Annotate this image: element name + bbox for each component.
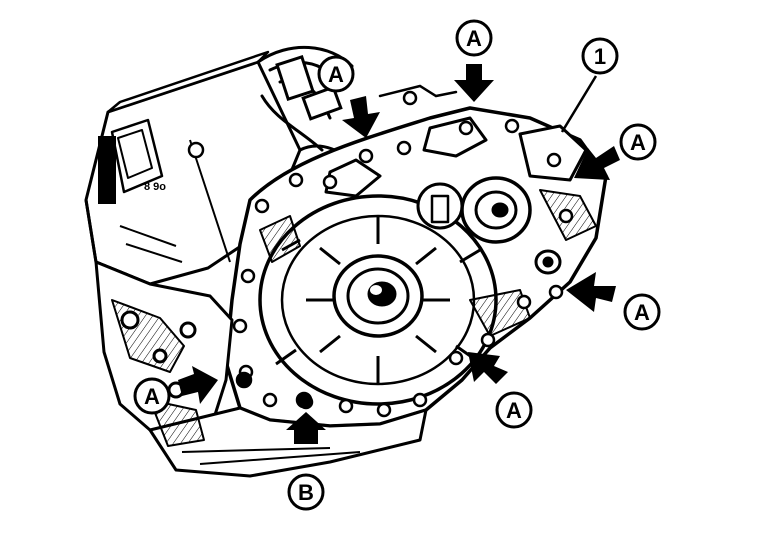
arrow-A-right-middle (566, 272, 616, 312)
right-bosses (259, 116, 597, 337)
callout-label: A (466, 26, 482, 51)
callout-A-right-upper: A (619, 123, 657, 161)
differential-housing (258, 194, 498, 406)
callout-A-right-lower: A (495, 391, 533, 429)
lower-housing (94, 260, 428, 478)
callout-A-top-center: A (455, 19, 493, 57)
arrow-A-right-lower (468, 352, 508, 384)
callout-label: A (328, 62, 344, 87)
callout-label: B (298, 480, 314, 505)
callout-label: A (144, 384, 160, 409)
callout-A-left: A (133, 377, 171, 415)
leader-line-1 (560, 75, 598, 133)
arrow-B-bottom (286, 412, 326, 444)
svg-text:8 9o: 8 9o (144, 181, 166, 193)
arrow-A-right-upper (574, 146, 620, 180)
callout-A-top-left: A (317, 55, 355, 93)
harness-top (256, 45, 458, 172)
arrow-A-top-center (454, 64, 494, 102)
callout-B-bottom: B (287, 473, 325, 511)
callout-label: A (634, 300, 650, 325)
callout-A-right-middle: A (623, 293, 661, 331)
callout-1: 1 (581, 37, 619, 75)
callout-label: 1 (594, 44, 606, 69)
callout-label: A (506, 398, 522, 423)
callout-label: A (630, 130, 646, 155)
arrow-A-top-left (342, 96, 380, 138)
arrow-A-left (178, 366, 218, 404)
case-bolts (232, 118, 574, 418)
